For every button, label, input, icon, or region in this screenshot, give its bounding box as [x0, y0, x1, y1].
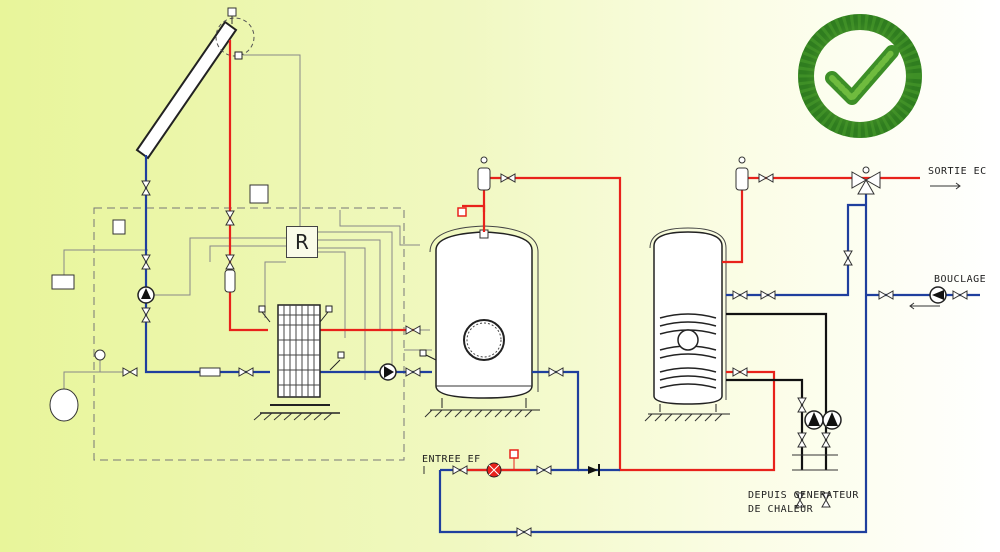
air-vents — [477, 156, 749, 191]
checkmark-wreath-icon — [798, 14, 922, 138]
thermostatic-mixing-valve — [851, 166, 881, 195]
safety-valve — [51, 219, 126, 290]
solar-collector — [135, 7, 255, 160]
label-generator-line1: DEPUIS GENERATEUR — [748, 490, 859, 501]
label-sortie-ec: SORTIE EC — [928, 166, 987, 177]
label-bouclage: BOUCLAGE — [934, 274, 987, 285]
control-wiring — [63, 54, 432, 395]
storage-tank-backup — [644, 227, 730, 422]
label-generator-line2: DE CHALEUR — [748, 504, 814, 515]
storage-tank-solar — [424, 225, 540, 418]
pressure-reducer — [486, 449, 519, 478]
plate-heat-exchanger — [253, 304, 340, 421]
recirculation-pump — [929, 286, 947, 304]
solar-station-enclosure — [93, 207, 405, 461]
primary-pump — [379, 363, 397, 381]
air-separator — [224, 269, 236, 293]
expansion-vessel — [49, 349, 106, 422]
flow-arrows — [423, 182, 961, 474]
label-entree-ef: ENTREE EF — [422, 454, 481, 465]
generator-pipes — [726, 312, 828, 470]
check-valve — [588, 464, 600, 476]
flow-meter — [199, 367, 221, 377]
generator-pumps — [792, 410, 842, 471]
regulator-box: R — [286, 226, 318, 258]
temperature-probes — [258, 305, 441, 371]
solar-pump — [137, 286, 155, 304]
